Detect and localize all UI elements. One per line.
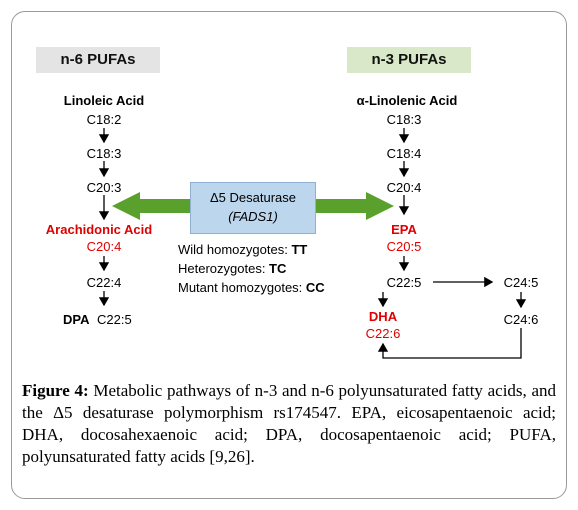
genotype-hetero-value: TC [269,261,287,276]
linoleic-acid-label: Linoleic Acid [63,93,145,108]
n3-step-2: C18:4 [386,146,422,161]
genotype-mutant-value: CC [305,280,325,295]
c24-to-dha-return-arrow [377,328,522,359]
alpha-linolenic-acid-label: α-Linolenic Acid [356,93,458,108]
dha-label: DHA [368,309,398,324]
n6-step-1: C18:2 [86,112,122,127]
dpa-label: DPA [63,312,90,327]
desaturase-box: Δ5 Desaturase (FADS1) [190,182,316,234]
arachidonic-acid-formula: C20:4 [86,239,122,254]
arachidonic-acid-label: Arachidonic Acid [45,222,153,237]
dpa-formula: C22:5 [97,312,132,327]
n6-pufas-header: n-6 PUFAs [36,47,160,73]
genotype-hetero-label: Heterozygotes: [178,261,270,276]
genotype-mutant: Mutant homozygotes: CC [178,280,325,295]
epa-formula: C20:5 [386,239,422,254]
genotype-hetero: Heterozygotes: TC [178,261,286,276]
dha-formula: C22:6 [365,326,401,341]
figure-caption: Figure 4: Metabolic pathways of n-3 and … [22,380,556,468]
n3-pufas-header: n-3 PUFAs [347,47,471,73]
n3-c22-5: C22:5 [386,275,422,290]
genotype-mutant-label: Mutant homozygotes: [178,280,306,295]
epa-label: EPA [391,222,417,237]
c24-5: C24:5 [503,275,539,290]
c24-6: C24:6 [503,312,539,327]
n6-c22-4: C22:4 [86,275,122,290]
caption-text: Metabolic pathways of n-3 and n-6 polyun… [22,381,556,466]
n3-step-3: C20:4 [386,180,422,195]
n6-step-3: C20:3 [86,180,122,195]
genotype-wild: Wild homozygotes: TT [178,242,307,257]
desaturase-title: Δ5 Desaturase [209,190,296,205]
figure-frame [11,11,567,499]
genotype-wild-label: Wild homozygotes: [178,242,292,257]
n3-step-1: C18:3 [386,112,422,127]
n6-step-2: C18:3 [86,146,122,161]
figure-label: Figure 4: [22,381,89,400]
fads1-gene-label: (FADS1) [228,209,278,224]
genotype-wild-value: TT [291,242,308,257]
